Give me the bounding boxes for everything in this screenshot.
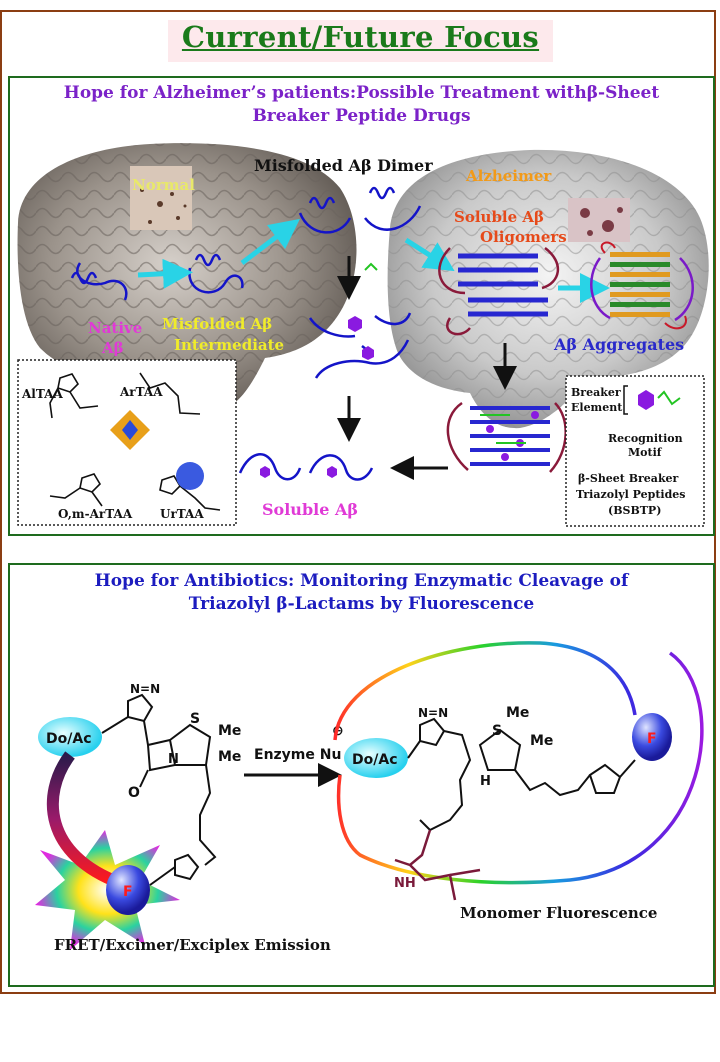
- bsbtp-legend-box: [565, 375, 705, 527]
- antibiotics-title-line2: Triazolyl β-Lactams by Fluorescence: [188, 594, 535, 614]
- left-linker: [149, 866, 176, 886]
- dimer-label: Misfolded Aβ Dimer: [254, 156, 433, 175]
- arrow-dimer-to-oligomers: [404, 237, 455, 272]
- maroon-fragment: [394, 829, 481, 901]
- arrow-native-to-misfolded: [137, 258, 193, 289]
- antibiotics-diagram: Do/Ac N=N S Me Me N O F FRET/Excimer/Exc…: [35, 641, 704, 954]
- legend-recognition-line: [657, 390, 681, 406]
- outer-frame: [0, 10, 716, 994]
- misfolded-label-line1: Misfolded Aβ: [162, 315, 272, 333]
- f-left-label: F: [123, 884, 133, 900]
- f-right-label: F: [647, 731, 657, 747]
- misfolded-label-line2: Intermediate: [174, 336, 284, 354]
- alzheimer-plaques: [580, 207, 623, 236]
- legend-recognition-line2: Motif: [628, 446, 663, 459]
- nitrogen-left: N: [168, 752, 179, 767]
- breaker-top: [364, 262, 378, 271]
- alzheimer-tissue-micrograph: [568, 198, 630, 242]
- taa-core-hexagon: [122, 420, 138, 440]
- arrow-misfolded-to-dimer: [240, 218, 300, 265]
- antibiotics-panel: Hope for Antibiotics: Monitoring Enzymat…: [8, 563, 715, 987]
- fluorophore-right: [632, 713, 672, 761]
- ur-taa-label: UrTAA: [160, 507, 204, 521]
- fret-label: FRET/Excimer/Exciplex Emission: [54, 936, 331, 954]
- right-thiazolidine-structure: [407, 717, 636, 832]
- methyl-left-1: Me: [218, 723, 241, 739]
- antibiotics-title-line1: Hope for Antibiotics: Monitoring Enzymat…: [94, 571, 629, 591]
- do-ac-right-label: Do/Ac: [352, 752, 398, 768]
- oligomers-label-line2: Oligomers: [480, 228, 567, 246]
- alzheimer-panel: Hope for Alzheimer’s patients:Possible T…: [8, 76, 715, 536]
- al-taa-label: AlTAA: [21, 387, 63, 401]
- aggregate-fibril: [590, 241, 694, 330]
- triazole-n-labels-left: N=N: [130, 682, 160, 696]
- methyl-left-2: Me: [218, 749, 241, 765]
- soluble-ab-label: Soluble Aβ: [262, 500, 358, 519]
- do-ac-left-label: Do/Ac: [46, 731, 92, 747]
- sulfur-right: S: [492, 723, 502, 739]
- legend-bsbtp-line2: Triazolyl Peptides: [576, 488, 685, 501]
- bound-peptides: [308, 312, 412, 379]
- legend-recognition-line1: Recognition: [608, 432, 683, 445]
- alzheimer-panel-title: Hope for Alzheimer’s patients:Possible T…: [10, 82, 713, 128]
- monomer-label: Monomer Fluorescence: [460, 904, 657, 922]
- methyl-right-1: Me: [506, 705, 529, 721]
- hydrogen-right: H: [480, 774, 491, 789]
- enzyme-label: Enzyme Nu: [254, 747, 341, 763]
- legend-bsbtp-line3: (BSBTP): [608, 504, 661, 517]
- disrupted-sheet: [446, 401, 567, 473]
- native-label-line2: Aβ: [101, 339, 124, 357]
- left-penam-structure: [101, 693, 217, 881]
- soluble-peptides: [238, 453, 374, 481]
- nh-label: NH: [394, 876, 416, 891]
- antibiotics-panel-title: Hope for Antibiotics: Monitoring Enzymat…: [10, 570, 713, 616]
- methyl-right-2: Me: [530, 733, 553, 749]
- breaker-element-hexagon: [348, 316, 362, 332]
- native-label-line1: Native: [88, 319, 142, 337]
- om-ar-taa-label: O,m-ArTAA: [58, 507, 133, 521]
- dimer-peptides: [298, 186, 422, 234]
- donor-acceptor-right: [344, 738, 408, 778]
- donor-acceptor-left: [38, 717, 102, 757]
- normal-tissue-micrograph: [130, 166, 192, 230]
- ar-taa-label: ArTAA: [119, 385, 163, 399]
- alzheimer-title-line1: Hope for Alzheimer’s patients:Possible T…: [63, 83, 660, 103]
- fluorophore-left: [106, 865, 150, 915]
- alzheimer-diagram: Normal Alzheimer Misfolded Aβ Dimer Solu…: [17, 143, 709, 527]
- normal-tissue-dots: [140, 188, 187, 224]
- triazole-n-labels-right: N=N: [418, 706, 448, 720]
- sulfur-left: S: [190, 711, 200, 727]
- legend-hexagon: [638, 390, 654, 410]
- oligomers-label-line1: Soluble Aβ: [454, 208, 544, 226]
- alzheimer-label: Alzheimer: [465, 167, 552, 185]
- legend-breaker-line2: Element: [571, 401, 623, 414]
- breaker-element-hexagon-2: [362, 346, 374, 360]
- page-title: Current/Future Focus: [168, 20, 553, 62]
- native-peptide: [70, 262, 128, 301]
- energy-transfer-arrow: [46, 751, 123, 889]
- normal-label: Normal: [132, 176, 195, 194]
- alzheimer-title-line2: Breaker Peptide Drugs: [252, 106, 471, 126]
- legend-breaker-line1: Breaker: [571, 386, 621, 399]
- rainbow-chain: [333, 641, 704, 885]
- soluble-breaker-1: [260, 466, 270, 478]
- oligomer-sheets: [458, 253, 548, 317]
- oligomer-loops: [438, 247, 560, 336]
- legend-bsbtp-line1: β-Sheet Breaker: [578, 472, 679, 485]
- urea-sphere: [176, 462, 204, 490]
- soluble-breaker-2: [327, 466, 337, 478]
- aggregates-label: Aβ Aggregates: [553, 335, 684, 354]
- oxygen-left: O: [128, 785, 140, 801]
- taa-structures: [49, 372, 221, 511]
- legend-bracket: [623, 385, 628, 415]
